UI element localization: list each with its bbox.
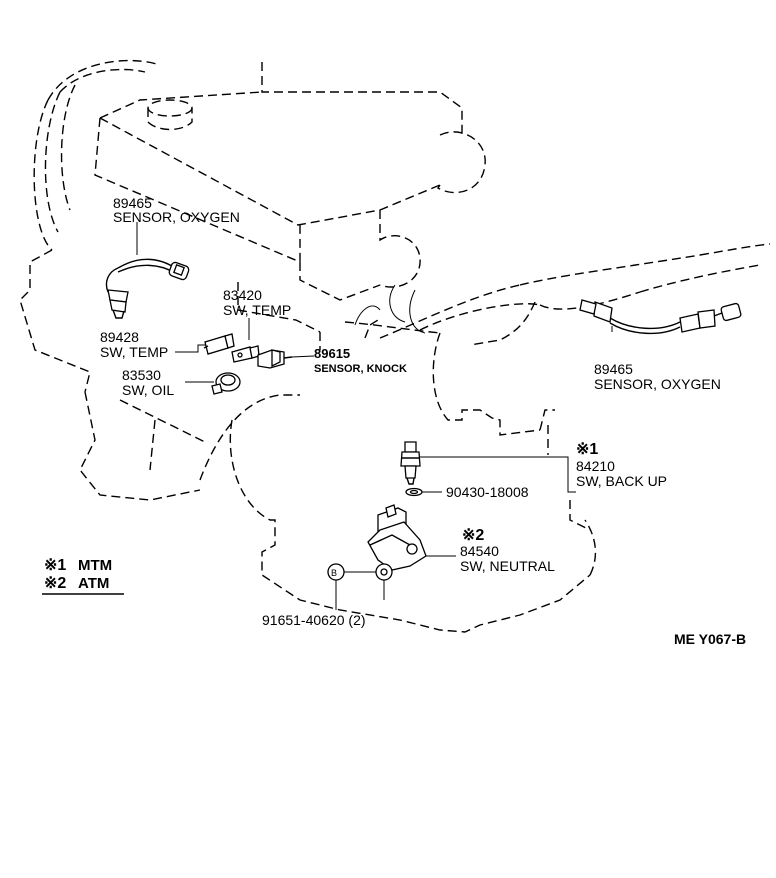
legend-text-2: ATM <box>78 575 109 592</box>
engine-outline <box>19 59 771 633</box>
knock-sensor-icon <box>257 349 293 369</box>
diagram-code: ME Y067-B <box>674 631 746 647</box>
backup-switch-icon <box>400 441 421 485</box>
oil-switch-name: SW, OIL <box>122 382 174 398</box>
temp-switch-lower-number: 89428 <box>100 329 139 345</box>
backup-switch-number: 84210 <box>576 458 615 474</box>
backup-switch-name: SW, BACK UP <box>576 473 667 489</box>
temp-switch-lower-icon <box>203 333 235 355</box>
neutral-switch-icon <box>367 504 427 581</box>
oxygen-sensor-left-icon <box>105 258 190 319</box>
neutral-switch-name: SW, NEUTRAL <box>460 558 555 574</box>
legend-mark-1: ※1 <box>44 557 66 574</box>
neutral-switch-mark: ※2 <box>462 527 484 544</box>
legend: ※1 MTM ※2 ATM <box>42 557 124 595</box>
legend-text-1: MTM <box>78 557 112 574</box>
oil-switch-number: 83530 <box>122 367 161 383</box>
neutral-switch-number: 84540 <box>460 543 499 559</box>
temp-switch-upper-name: SW, TEMP <box>223 302 291 318</box>
oxygen-sensor-left-name: SENSOR, OXYGEN <box>113 209 240 225</box>
knock-sensor-name: SENSOR, KNOCK <box>314 363 407 375</box>
part-labels: 89465 SENSOR, OXYGEN 83420 SW, TEMP 8942… <box>100 195 721 628</box>
gasket-icon <box>405 487 423 497</box>
gasket-number: 90430-18008 <box>446 484 529 500</box>
knock-sensor-number: 89615 <box>314 346 350 361</box>
oil-switch-icon <box>211 372 241 395</box>
temp-switch-upper-number: 83420 <box>223 287 262 303</box>
backup-switch-mark: ※1 <box>576 441 598 458</box>
temp-switch-upper-icon <box>231 345 260 363</box>
oxygen-sensor-left-number: 89465 <box>113 195 152 211</box>
oxygen-sensor-right-name: SENSOR, OXYGEN <box>594 376 721 392</box>
temp-switch-lower-name: SW, TEMP <box>100 344 168 360</box>
oxygen-sensor-right-number: 89465 <box>594 361 633 377</box>
leader-lines <box>136 222 613 610</box>
bolt-number: 91651-40620 (2) <box>262 612 366 628</box>
oxygen-sensor-right-icon <box>579 299 742 335</box>
bolt-callout-letter: B <box>331 568 337 578</box>
legend-mark-2: ※2 <box>44 575 66 592</box>
